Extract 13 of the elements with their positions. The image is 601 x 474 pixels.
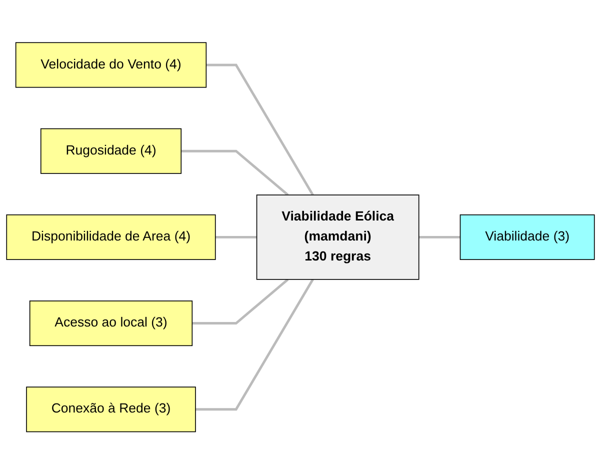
connector bbox=[196, 278, 314, 410]
connector bbox=[215, 236, 257, 238]
connector bbox=[192, 278, 289, 324]
connector bbox=[418, 236, 460, 238]
node-box: Disponibilidade de Area (4) bbox=[6, 214, 216, 260]
node-box: Viabilidade (3) bbox=[460, 214, 595, 260]
node-box: Acesso ao local (3) bbox=[29, 300, 193, 346]
node-box: Conexão à Rede (3) bbox=[26, 386, 196, 432]
connector bbox=[206, 64, 314, 196]
node-box: Velocidade do Vento (4) bbox=[15, 42, 207, 88]
node-box: Rugosidade (4) bbox=[40, 128, 182, 174]
connector bbox=[181, 150, 289, 196]
node-box: Viabilidade Eólica (mamdani) 130 regras bbox=[256, 194, 420, 280]
